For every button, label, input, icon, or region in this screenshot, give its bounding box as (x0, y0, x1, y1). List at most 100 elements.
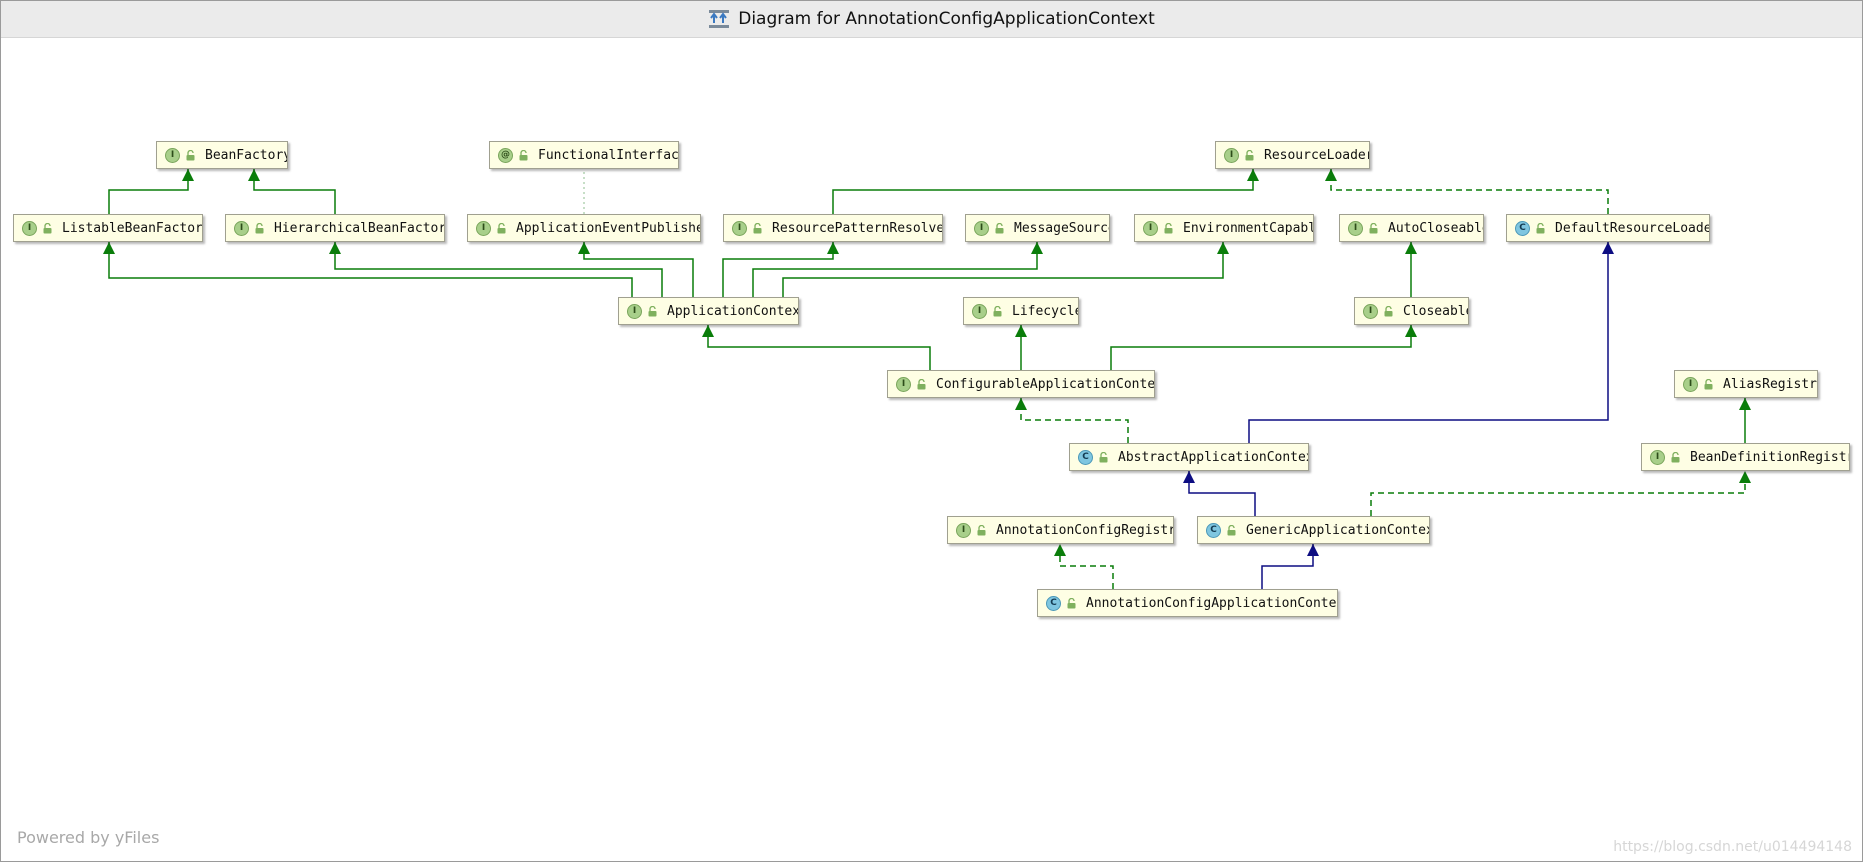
edge-generic-to-abstract (1188, 471, 1256, 516)
open-lock-icon (917, 378, 926, 389)
node-applicationeventpublisher[interactable]: I ApplicationEventPublishe (467, 214, 701, 242)
node-label: MessageSource (1014, 220, 1110, 236)
watermark: https://blog.csdn.net/u014494148 (1613, 839, 1852, 855)
node-functionalinterface[interactable]: @ FunctionalInterfac (489, 141, 679, 169)
node-label: AnnotationConfigApplicationConte (1086, 595, 1337, 611)
edge-acac-to-generic-arrowhead (1307, 544, 1319, 556)
diagram-canvas[interactable]: I BeanFactory @ FunctionalInterfac I Res… (1, 38, 1862, 861)
node-label: BeanFactory (205, 147, 288, 163)
edge-acac-to-acr-arrowhead (1054, 544, 1066, 556)
interface-icon: I (1650, 449, 1665, 465)
node-label: BeanDefinitionRegistr (1690, 449, 1850, 465)
class-icon: C (1078, 449, 1093, 465)
node-messagesource[interactable]: I MessageSource (965, 214, 1110, 242)
interface-icon: I (956, 522, 971, 538)
edge-appctx-to-hierarchical (334, 242, 663, 297)
node-label: Closeable (1403, 303, 1469, 319)
open-lock-icon (1227, 524, 1236, 535)
edge-acac-to-acr (1059, 544, 1114, 589)
interface-icon: I (1224, 147, 1239, 163)
window-title: Diagram for AnnotationConfigApplicationC… (738, 9, 1155, 29)
edge-closeable-to-autocloseable-arrowhead (1405, 242, 1417, 254)
edge-listable-to-beanfactory (108, 169, 189, 214)
edges-layer (103, 169, 1751, 589)
open-lock-icon (1536, 222, 1545, 233)
node-label: HierarchicalBeanFactor (274, 220, 445, 236)
edge-configurable-to-lifecycle-arrowhead (1015, 325, 1027, 337)
node-label: ConfigurableApplicationContex (936, 376, 1155, 392)
open-lock-icon (1671, 451, 1680, 462)
edge-bdr-to-aliasregistry-arrowhead (1739, 398, 1751, 410)
node-resourcepatternresolver[interactable]: I ResourcePatternResolve (723, 214, 943, 242)
open-lock-icon (1369, 222, 1378, 233)
node-aliasregistry[interactable]: I AliasRegistry (1674, 370, 1818, 398)
edge-abstract-to-defaultrl (1248, 242, 1609, 443)
open-lock-icon (1245, 149, 1254, 160)
node-closeable[interactable]: I Closeable (1354, 297, 1469, 325)
edge-appctx-to-listable (108, 242, 633, 297)
node-annotationconfigapplicationcontext[interactable]: C AnnotationConfigApplicationConte (1037, 589, 1338, 617)
node-autocloseable[interactable]: I AutoCloseable (1339, 214, 1484, 242)
open-lock-icon (995, 222, 1004, 233)
edge-appctx-to-environment-arrowhead (1217, 242, 1229, 254)
node-environmentcapable[interactable]: I EnvironmentCapabl (1134, 214, 1314, 242)
node-label: ResourceLoader (1264, 147, 1370, 163)
node-label: AutoCloseable (1388, 220, 1484, 236)
edge-acac-to-generic (1261, 544, 1314, 589)
interface-icon: I (22, 220, 37, 236)
node-beanfactory[interactable]: I BeanFactory (156, 141, 288, 169)
open-lock-icon (1099, 451, 1108, 462)
open-lock-icon (648, 305, 657, 316)
open-lock-icon (1704, 378, 1713, 389)
open-lock-icon (1384, 305, 1393, 316)
edge-appctx-to-messagesource (752, 242, 1038, 297)
interface-icon: I (1348, 220, 1363, 236)
edge-generic-to-bdr-arrowhead (1739, 471, 1751, 483)
node-beandefinitionregistry[interactable]: I BeanDefinitionRegistr (1641, 443, 1850, 471)
powered-by-label: Powered by yFiles (17, 828, 160, 847)
edge-appctx-to-appevent-arrowhead (578, 242, 590, 254)
edge-configurable-to-appctx (707, 325, 931, 370)
interface-icon: I (732, 220, 747, 236)
interface-icon: I (972, 303, 987, 319)
interface-icon: I (896, 376, 911, 392)
node-applicationcontext[interactable]: I ApplicationContex (618, 297, 799, 325)
node-label: Lifecycle (1012, 303, 1079, 319)
node-label: EnvironmentCapabl (1183, 220, 1314, 236)
edge-abstract-to-configurable (1020, 398, 1129, 443)
node-configurableapplicationcontext[interactable]: I ConfigurableApplicationContex (887, 370, 1155, 398)
node-genericapplicationcontext[interactable]: C GenericApplicationContex (1197, 516, 1430, 544)
edge-generic-to-bdr (1370, 471, 1746, 516)
node-label: ListableBeanFactor (62, 220, 203, 236)
node-defaultresourceloader[interactable]: C DefaultResourceLoade (1506, 214, 1710, 242)
node-label: AnnotationConfigRegistr (996, 522, 1174, 538)
node-label: FunctionalInterfac (538, 147, 679, 163)
edge-appctx-to-messagesource-arrowhead (1031, 242, 1043, 254)
edge-configurable-to-closeable (1110, 325, 1412, 370)
edge-defaultrl-to-resourceloader (1330, 169, 1609, 214)
open-lock-icon (255, 222, 264, 233)
interface-icon: I (974, 220, 989, 236)
node-resourceloader[interactable]: I ResourceLoader (1215, 141, 1370, 169)
node-lifecycle[interactable]: I Lifecycle (963, 297, 1079, 325)
node-listablebeanfactory[interactable]: I ListableBeanFactor (13, 214, 203, 242)
diagram-icon (709, 10, 730, 28)
interface-icon: I (1143, 220, 1158, 236)
node-label: AliasRegistry (1723, 376, 1818, 392)
class-icon: C (1206, 522, 1221, 538)
edge-respattern-to-resourceloader-arrowhead (1247, 169, 1259, 181)
node-abstractapplicationcontext[interactable]: C AbstractApplicationContex (1069, 443, 1309, 471)
open-lock-icon (993, 305, 1002, 316)
open-lock-icon (977, 524, 986, 535)
node-annotationconfigregistry[interactable]: I AnnotationConfigRegistr (947, 516, 1174, 544)
node-hierarchicalbeanfactory[interactable]: I HierarchicalBeanFactor (225, 214, 445, 242)
node-label: ApplicationEventPublishe (516, 220, 701, 236)
open-lock-icon (1067, 597, 1076, 608)
edge-abstract-to-defaultrl-arrowhead (1602, 242, 1614, 254)
open-lock-icon (1164, 222, 1173, 233)
edge-hierarchical-to-beanfactory-arrowhead (248, 169, 260, 181)
edge-listable-to-beanfactory-arrowhead (182, 169, 194, 181)
edge-configurable-to-closeable-arrowhead (1405, 325, 1417, 337)
edge-appctx-to-hierarchical-arrowhead (329, 242, 341, 254)
